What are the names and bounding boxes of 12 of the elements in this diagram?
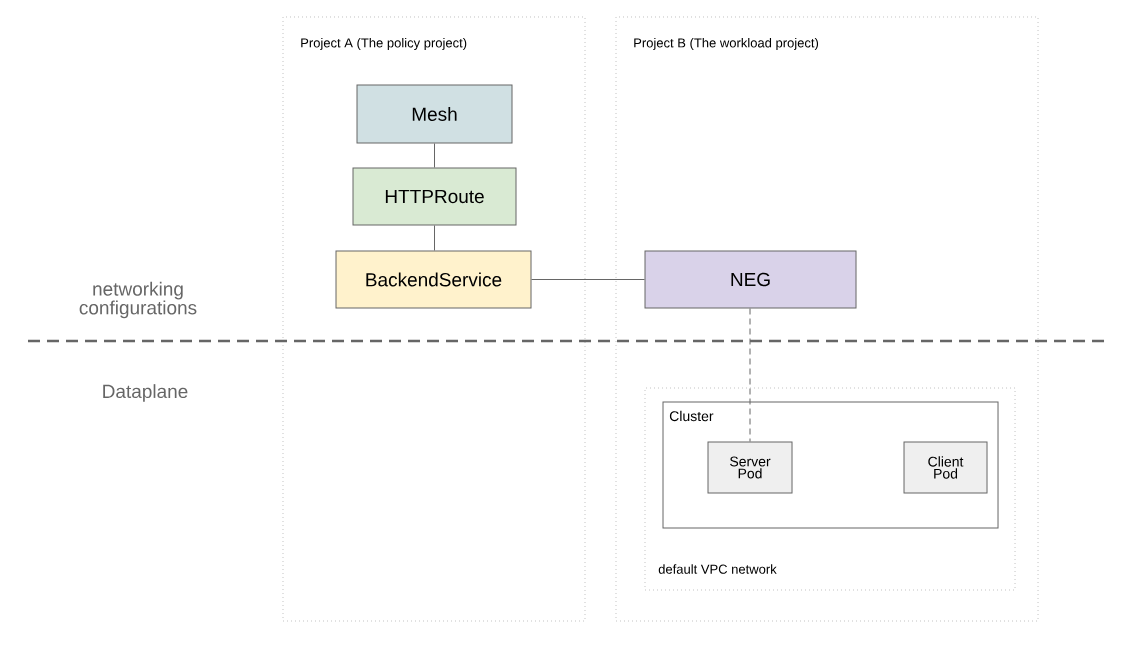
resource-box: HTTPRoute: [352, 167, 517, 226]
resource-box: NEG: [644, 250, 857, 309]
resource-box: BackendService: [335, 250, 532, 309]
side-label: networking configurations: [79, 281, 197, 319]
pod-box: Server Pod: [707, 441, 793, 494]
connector-line: [531, 279, 645, 280]
connector-line: [434, 225, 435, 251]
connector-line: [434, 143, 435, 168]
side-label: Dataplane: [103, 384, 188, 402]
connector-line: [749, 308, 751, 442]
pod-box: Client Pod: [903, 441, 988, 494]
resource-box: Mesh: [356, 84, 513, 144]
